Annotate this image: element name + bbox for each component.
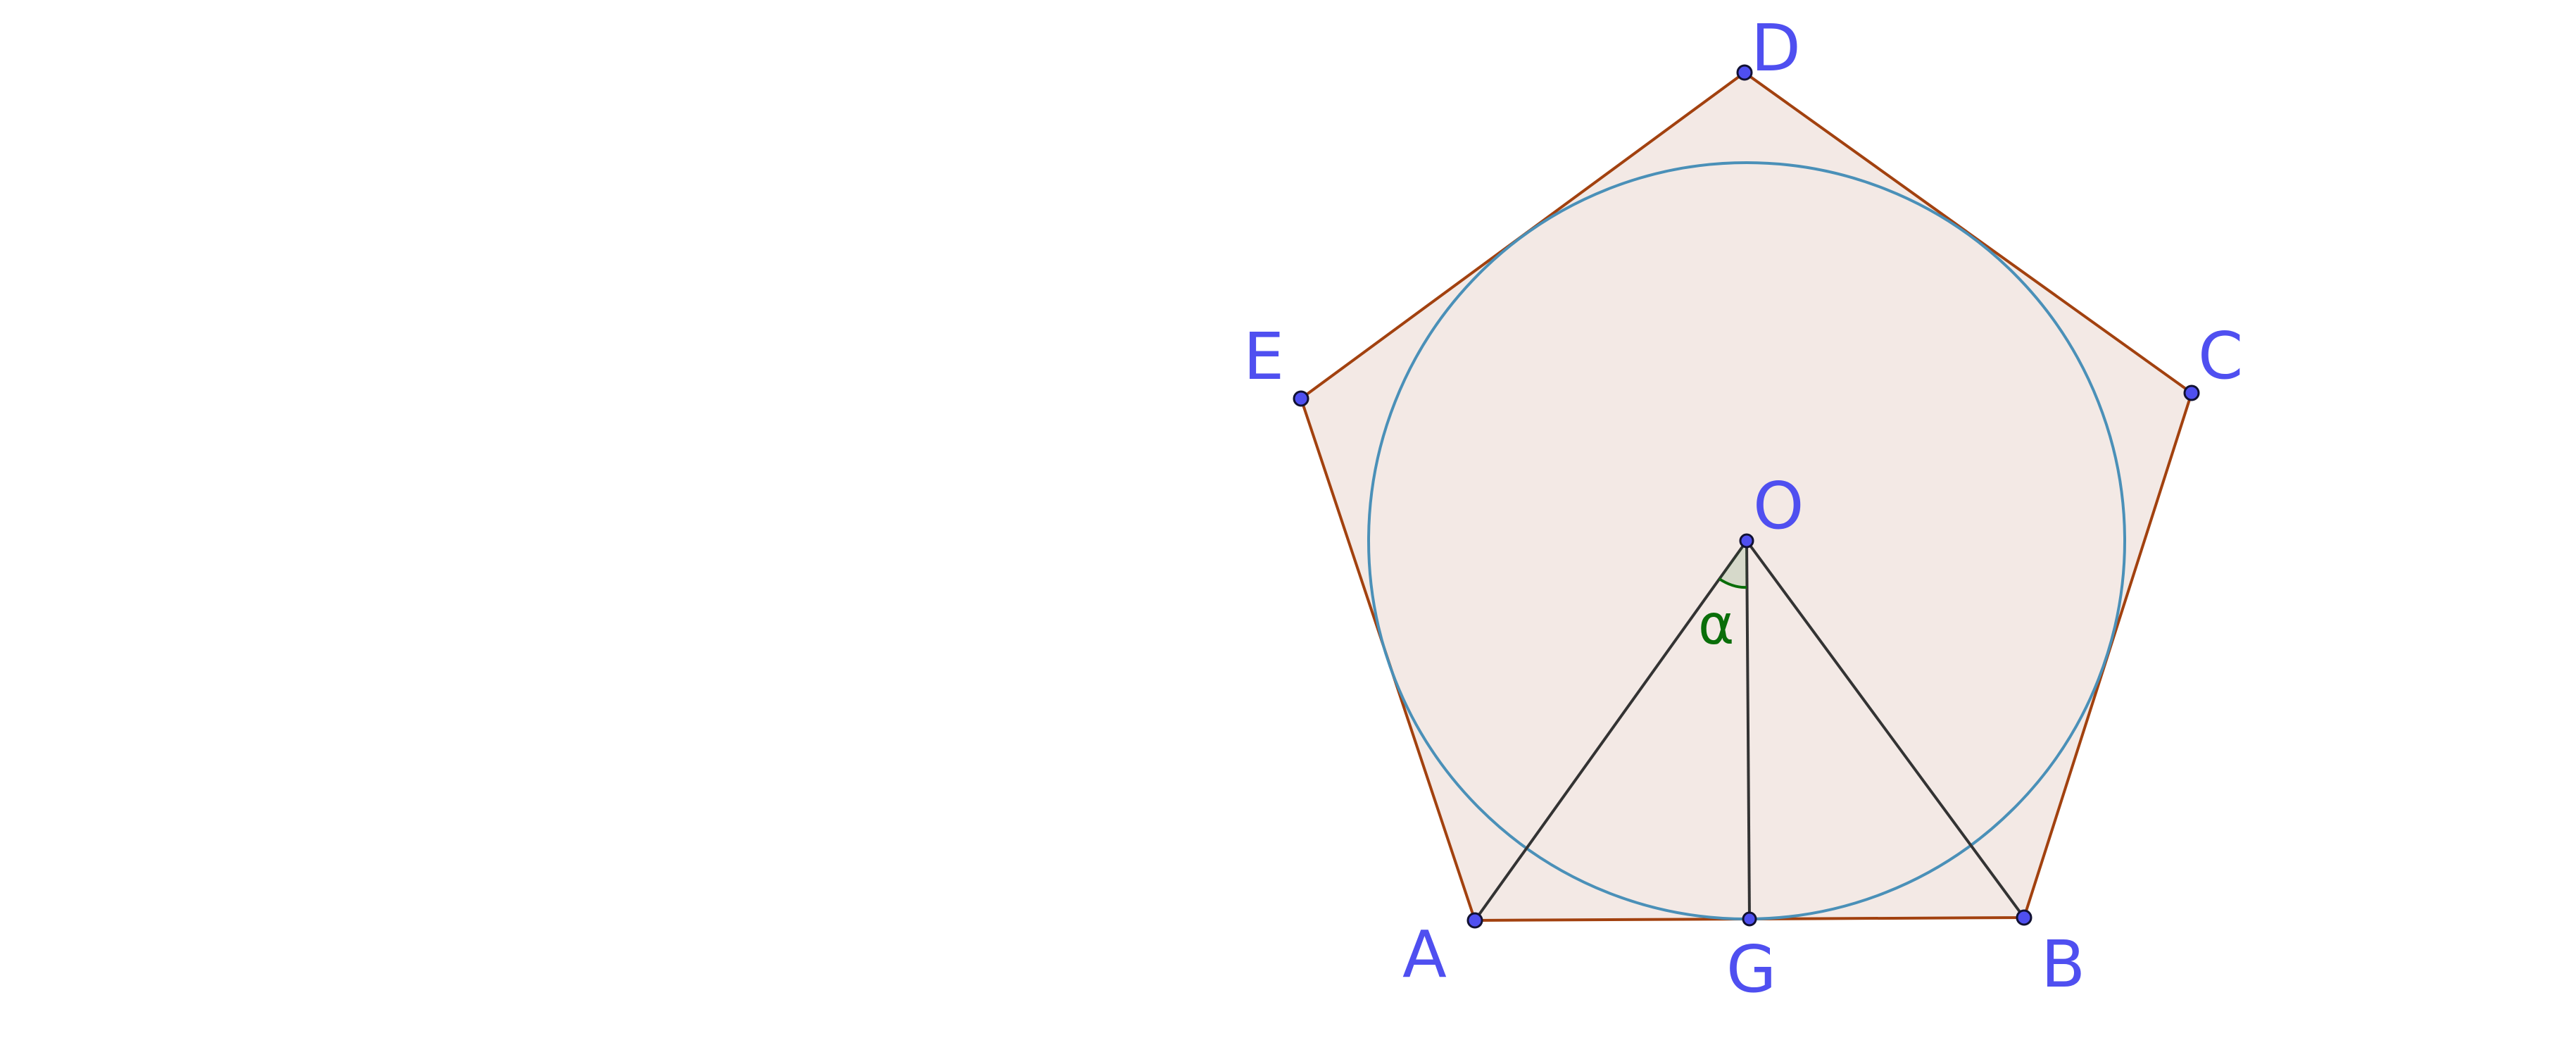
point-c[interactable] [2183, 384, 2200, 401]
pentagon-abcde [1300, 71, 2193, 922]
segment-ob [1745, 539, 2025, 919]
label-g: G [1726, 932, 1776, 1007]
label-c: C [2198, 318, 2243, 394]
segment-og [1745, 540, 1751, 920]
point-b[interactable] [2016, 909, 2032, 926]
label-b: B [2041, 927, 2085, 1002]
label-d: D [1751, 11, 1801, 86]
label-a: A [1402, 917, 1447, 992]
point-d[interactable] [1736, 64, 1753, 81]
point-g[interactable] [1742, 911, 1757, 927]
angle-alpha-sector [1719, 541, 1747, 588]
point-a[interactable] [1466, 912, 1483, 929]
segment-oa [1474, 539, 1748, 922]
angle-alpha-arc [1718, 577, 1747, 589]
label-e: E [1243, 319, 1284, 394]
point-o[interactable] [1739, 533, 1754, 549]
label-o: O [1753, 468, 1804, 544]
point-e[interactable] [1293, 390, 1309, 407]
angle-alpha-label: α [1698, 594, 1734, 657]
